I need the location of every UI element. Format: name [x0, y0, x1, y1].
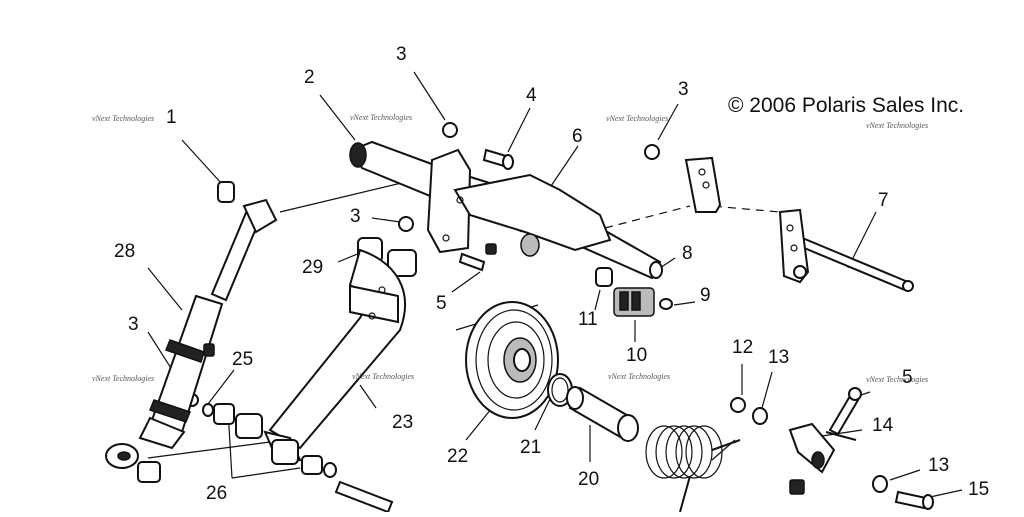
part-14-adjuster: [788, 422, 857, 495]
callout-8: 8: [682, 243, 693, 264]
watermark: vNext Technologies: [350, 113, 413, 122]
part-23-rear-arm: [263, 248, 406, 464]
callout-14: 14: [872, 415, 894, 436]
callout-26: 26: [206, 483, 228, 504]
torsion-spring: [645, 425, 741, 513]
callout-3: 3: [128, 314, 139, 335]
watermark: vNext Technologies: [866, 375, 929, 384]
part-1-bushing: [217, 181, 235, 203]
watermark: vNext Technologies: [608, 372, 671, 381]
callout-9: 9: [700, 285, 711, 306]
callout-3: 3: [678, 79, 689, 100]
part-12-nut: [730, 397, 746, 413]
part-11-bushing: [595, 267, 613, 287]
callout-11: 11: [578, 309, 598, 330]
watermark: vNext Technologies: [866, 121, 929, 130]
part-4-bolt: [482, 148, 514, 170]
callout-25: 25: [232, 349, 254, 370]
part-26-bushings: [137, 403, 394, 514]
watermark: vNext Technologies: [92, 374, 155, 383]
watermark: vNext Technologies: [352, 372, 415, 381]
part-15-bolt: [894, 490, 934, 510]
callout-3: 3: [396, 44, 407, 65]
callout-2: 2: [304, 67, 315, 88]
callout-12: 12: [732, 337, 754, 358]
callout-1: 1: [166, 107, 177, 128]
watermark: vNext Technologies: [606, 114, 669, 123]
callout-7: 7: [878, 190, 889, 211]
callout-22: 22: [447, 446, 469, 467]
callout-5: 5: [436, 293, 447, 314]
part-13-washers: [752, 407, 888, 493]
part-20-sleeve: [566, 386, 639, 442]
callout-23: 23: [392, 412, 414, 433]
rear-bracket: [684, 156, 810, 284]
callout-29: 29: [302, 257, 324, 278]
callout-6: 6: [572, 126, 583, 147]
part-10-block: [613, 287, 655, 317]
callout-5: 5: [902, 367, 913, 388]
callout-21: 21: [520, 437, 542, 458]
callout-10: 10: [626, 345, 648, 366]
copyright-notice: © 2006 Polaris Sales Inc.: [728, 94, 965, 117]
part-22-wheel: [465, 301, 559, 419]
part-6-fitting: [485, 243, 497, 255]
callout-15: 15: [968, 479, 990, 500]
callout-28: 28: [114, 241, 136, 262]
callout-3: 3: [350, 206, 361, 227]
part-5-bolt: [458, 252, 862, 436]
watermark: vNext Technologies: [92, 114, 155, 123]
callout-13: 13: [928, 455, 950, 476]
part-28-shock: [105, 198, 278, 469]
callout-13: 13: [768, 347, 790, 368]
part-2-front-arm: [349, 140, 663, 280]
callout-20: 20: [578, 469, 600, 490]
part-8-end: [520, 233, 540, 257]
part-9-ring: [659, 298, 673, 310]
callout-4: 4: [526, 85, 537, 106]
